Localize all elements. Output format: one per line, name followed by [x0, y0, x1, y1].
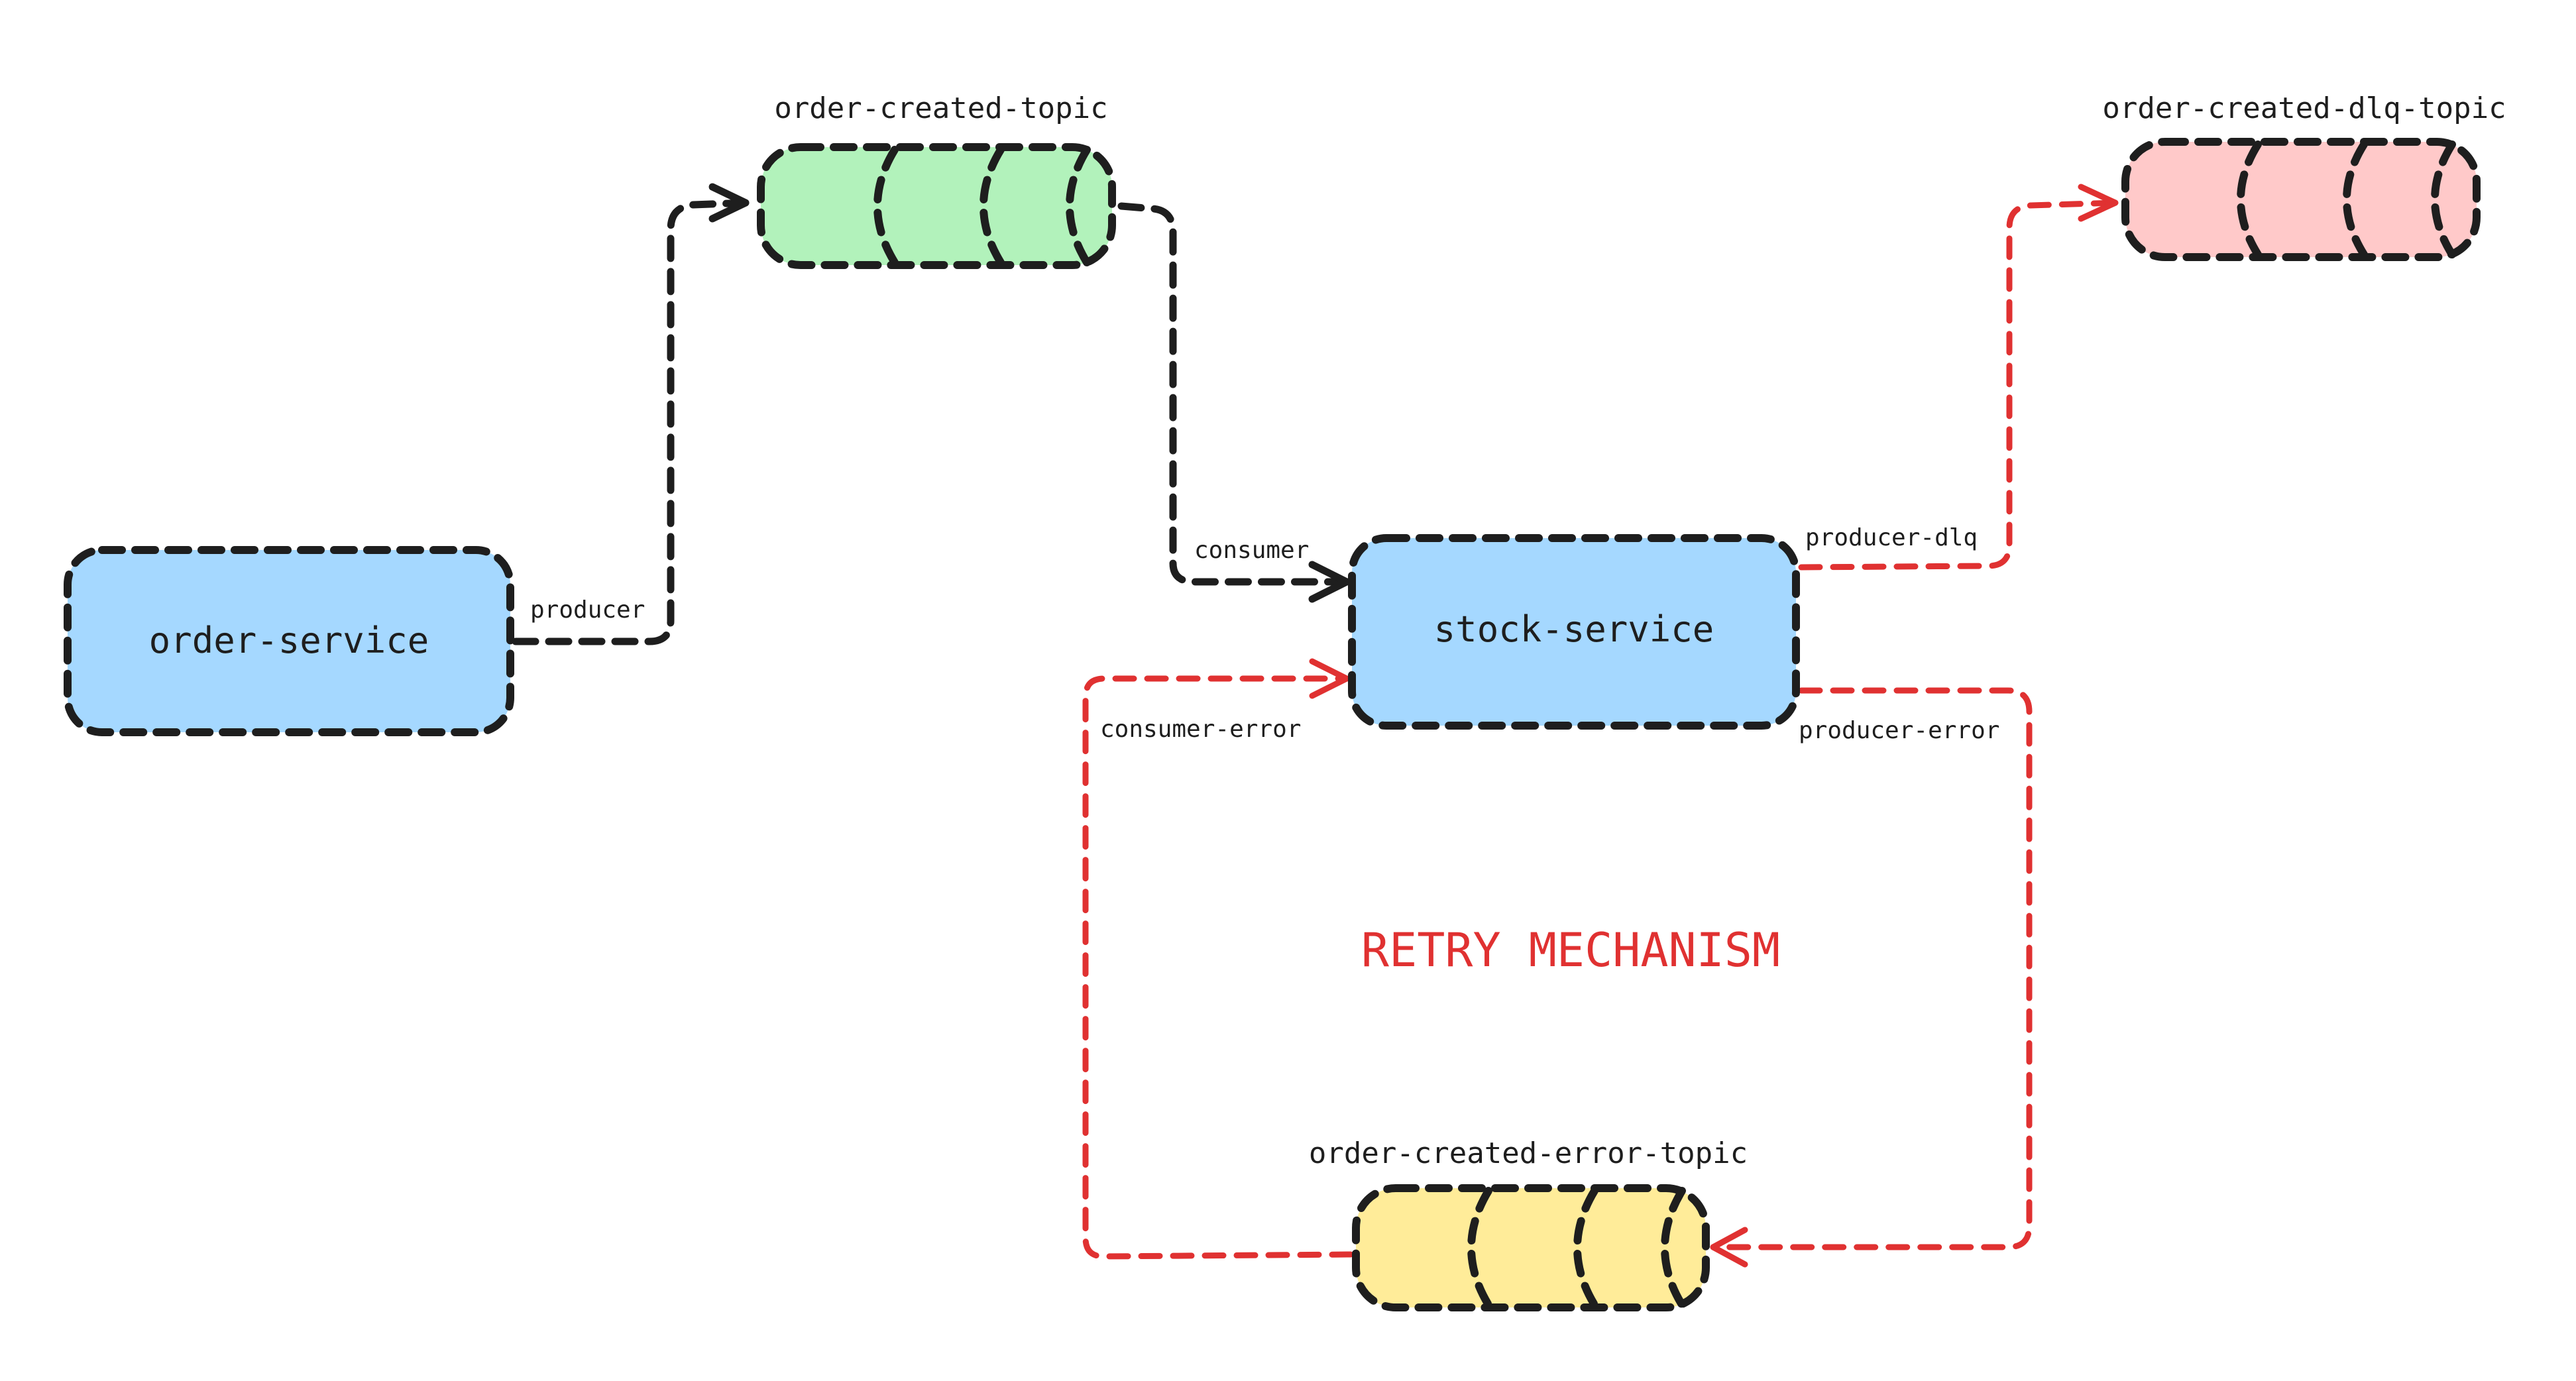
- order-service-label: order-service: [149, 620, 429, 661]
- order-service-node[interactable]: order-service: [64, 546, 514, 736]
- producer-edge: [512, 183, 750, 645]
- consumer-edge-label: consumer: [1194, 537, 1309, 564]
- stock-service-node[interactable]: stock-service: [1348, 534, 1800, 730]
- consumer-error-edge-label: consumer-error: [1100, 716, 1301, 743]
- retry-mechanism-label: RETRY MECHANISM: [1361, 923, 1780, 977]
- order-created-error-topic-label: order-created-error-topic: [1309, 1136, 1748, 1170]
- stock-service-label: stock-service: [1434, 608, 1714, 650]
- producer-edge-label: producer: [530, 596, 645, 624]
- producer-dlq-edge-label: producer-dlq: [1805, 524, 1978, 551]
- order-created-error-topic-cylinder[interactable]: [1352, 1184, 1710, 1311]
- producer-dlq-edge: [1798, 184, 2119, 571]
- order-created-dlq-topic-label: order-created-dlq-topic: [2102, 91, 2506, 125]
- order-created-dlq-topic-cylinder[interactable]: [2121, 138, 2481, 261]
- order-created-topic-cylinder[interactable]: [757, 143, 1116, 269]
- consumer-edge: [1117, 202, 1351, 603]
- producer-error-edge: [1710, 687, 2033, 1268]
- order-created-topic-label: order-created-topic: [774, 91, 1107, 125]
- consumer-error-edge: [1082, 658, 1354, 1260]
- producer-error-edge-label: producer-error: [1799, 717, 1999, 744]
